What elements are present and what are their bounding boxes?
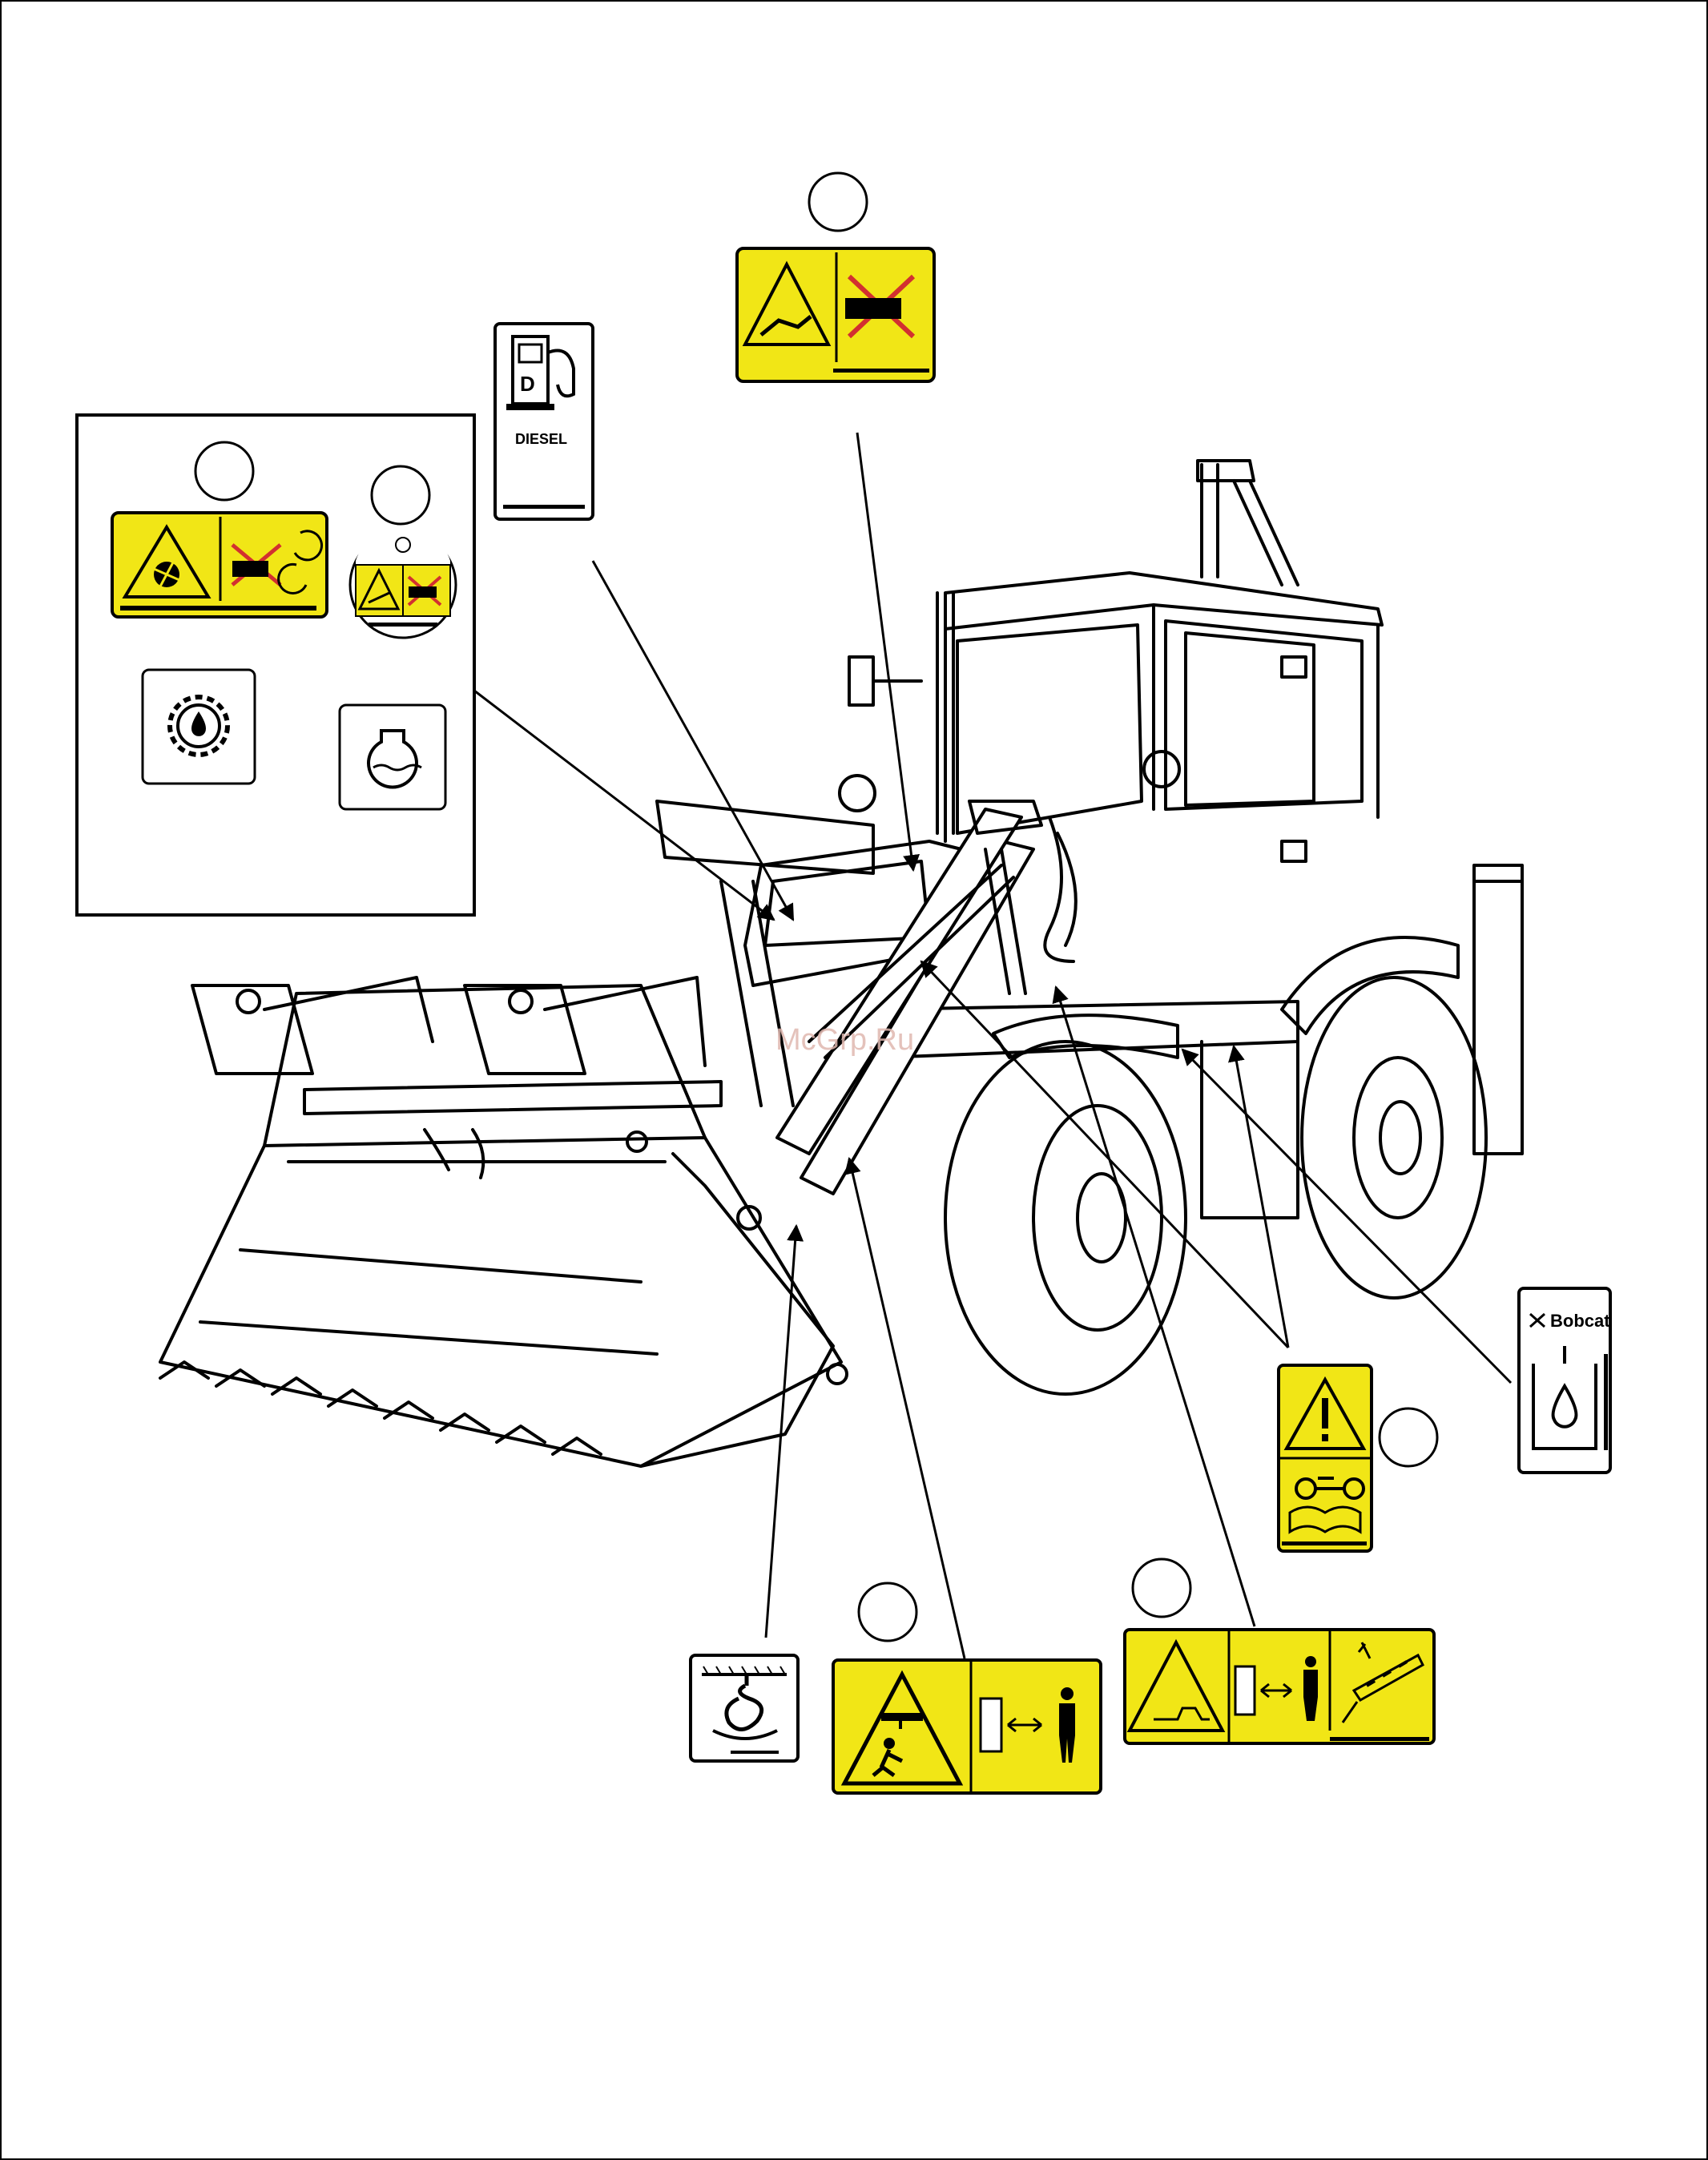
leader-diesel <box>593 561 793 920</box>
callout-circle <box>859 1583 916 1641</box>
diesel-fuel-decal: D DIESEL <box>495 324 593 519</box>
callout-circle <box>372 466 429 524</box>
coolant-decal <box>340 705 445 809</box>
tie-down-decal <box>691 1655 798 1761</box>
diesel-label: DIESEL <box>515 431 567 447</box>
bobcat-hydraulic-decal: Bobcat <box>1519 1288 1610 1473</box>
crush-hazard-decal <box>833 1660 1101 1793</box>
read-manual-decal <box>1279 1365 1372 1551</box>
watermark: McGrp.Ru <box>775 1023 914 1057</box>
leader-manual-2 <box>1234 1046 1288 1348</box>
leader-lift-arm <box>1056 987 1255 1626</box>
callout-circle <box>1133 1559 1190 1617</box>
svg-text:D: D <box>520 372 535 396</box>
hot-surface-decal <box>737 248 934 381</box>
lift-arm-decal <box>1125 1630 1434 1743</box>
leader-hot-surface <box>857 433 913 870</box>
fan-warning-decal <box>112 513 327 617</box>
callout-circle <box>809 173 867 231</box>
pressure-cap-decal <box>350 526 456 638</box>
callout-circle <box>1380 1408 1437 1466</box>
bobcat-brand-label: Bobcat <box>1550 1311 1610 1331</box>
callout-circle <box>195 442 253 500</box>
engine-oil-decal <box>143 670 255 784</box>
leader-manual-1 <box>921 961 1288 1348</box>
